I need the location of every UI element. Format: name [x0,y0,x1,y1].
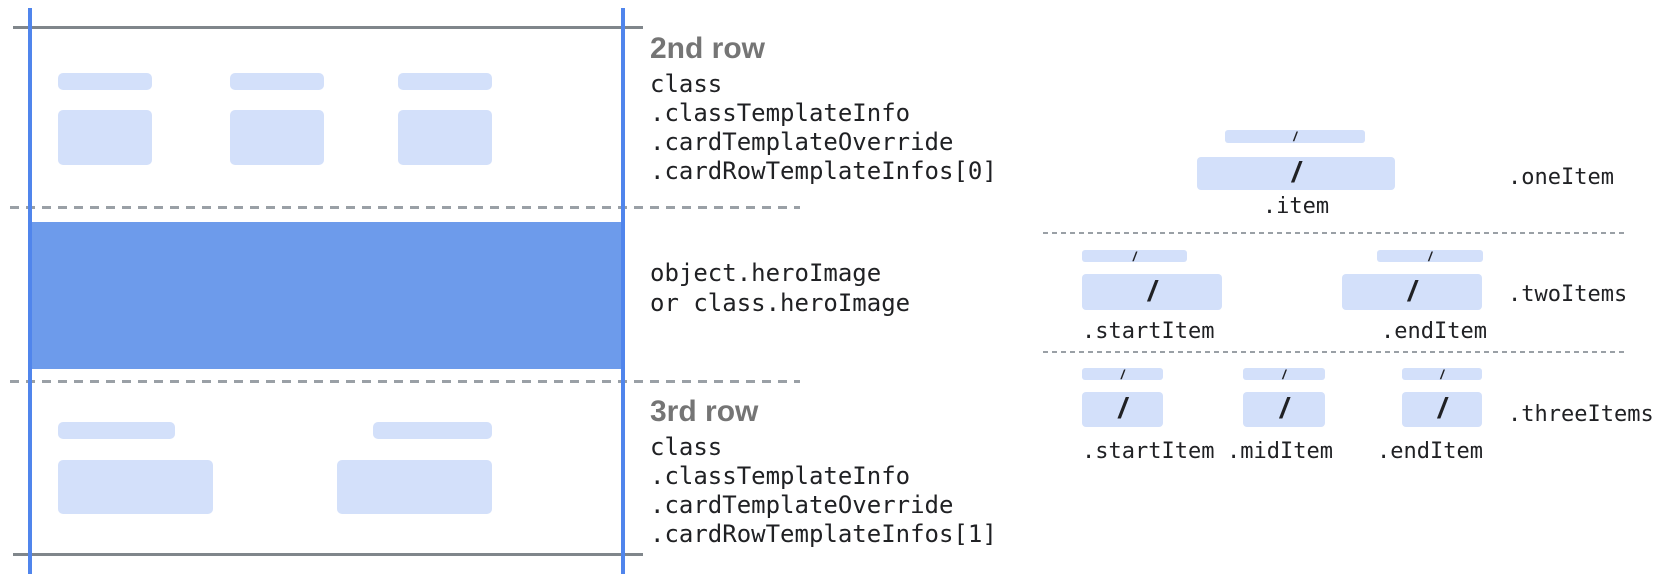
row2-col2-value-placeholder [230,110,324,165]
row2-col2-label-placeholder [230,73,324,90]
threeitems-layout-label: .threeItems [1508,402,1654,427]
slash-separator-icon: / [1132,248,1137,264]
hero-code-block: object.heroImage or class.heroImage [650,258,910,318]
threeitems-mid-big-bar: / [1243,392,1325,427]
threeitems-startitem-caption: .startItem [1082,439,1215,464]
row3-code-line: .cardTemplateOverride [650,491,954,519]
threeitems-start-big-bar: / [1082,392,1163,427]
row3-code-line: .cardRowTemplateInfos[1] [650,520,997,548]
row2-code-line: .cardRowTemplateInfos[0] [650,157,997,185]
oneitem-big-bar: / [1197,157,1395,190]
card-bottom-boundary-line [13,553,643,556]
slash-separator-icon: / [1293,129,1297,144]
slash-separator-icon: / [1291,157,1301,189]
threeitems-end-small-bar: / [1402,366,1482,382]
row3-code-block: class .classTemplateInfo .cardTemplateOv… [650,433,997,549]
row3-col1-label-placeholder [58,422,175,439]
oneitem-item-caption: .item [1262,194,1330,219]
slash-separator-icon: / [1147,275,1157,308]
twoitems-start-big-bar: / [1082,274,1222,310]
slash-separator-icon: / [1437,393,1447,425]
hero-code-line: or class.heroImage [650,289,911,317]
slash-separator-icon: / [1118,393,1127,425]
row2-code-line: .cardTemplateOverride [650,128,954,156]
oneitem-layout-label: .oneItem [1508,165,1614,190]
twoitems-start-small-bar: / [1082,248,1187,264]
slash-separator-icon: / [1120,366,1125,382]
card-left-edge-line [28,8,32,574]
row3-code-line: class [650,433,723,461]
oneitem-small-bar: / [1225,130,1365,143]
row2-code-block: class .classTemplateInfo .cardTemplateOv… [650,70,997,186]
layout-divider-dotted-1 [1043,232,1628,234]
twoitems-layout-label: .twoItems [1508,282,1628,307]
row2-heading: 2nd row [650,32,766,65]
row3-heading: 3rd row [650,395,759,428]
row2-col1-label-placeholder [58,73,152,90]
twoitems-end-big-bar: / [1342,274,1482,310]
slash-separator-icon: / [1428,248,1432,264]
threeitems-enditem-caption: .endItem [1377,439,1483,464]
card-right-edge-line [621,8,625,574]
threeitems-start-small-bar: / [1082,366,1163,382]
card-top-boundary-line [13,26,643,29]
slash-separator-icon: / [1282,366,1286,382]
row2-code-line: .classTemplateInfo [650,99,911,127]
threeitems-miditem-caption: .midItem [1227,439,1333,464]
row3-col1-value-placeholder [58,460,213,514]
row2-code-line: class [650,70,723,98]
row2-col3-value-placeholder [398,110,492,165]
twoitems-startitem-caption: .startItem [1082,319,1215,344]
row3-col2-label-placeholder [373,422,492,439]
slash-separator-icon: / [1440,366,1444,382]
hero-image-band [32,222,621,369]
twoitems-end-small-bar: / [1377,248,1483,264]
row2-col1-value-placeholder [58,110,152,165]
hero-code-line: object.heroImage [650,259,882,287]
threeitems-mid-small-bar: / [1243,366,1325,382]
twoitems-enditem-caption: .endItem [1381,319,1487,344]
row-divider-dashed-top [10,206,800,209]
row3-code-line: .classTemplateInfo [650,462,911,490]
layout-divider-dotted-2 [1043,351,1628,353]
row3-col2-value-placeholder [337,460,492,514]
slash-separator-icon: / [1407,275,1417,308]
slash-separator-icon: / [1279,393,1289,425]
threeitems-end-big-bar: / [1402,392,1482,427]
row-divider-dashed-bottom [10,380,800,383]
row2-col3-label-placeholder [398,73,492,90]
